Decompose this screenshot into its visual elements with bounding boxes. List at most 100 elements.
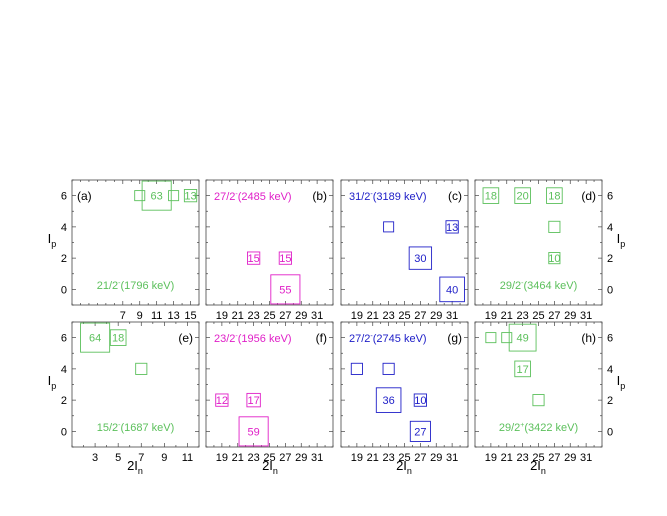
x-tick-label: 21 xyxy=(501,310,513,322)
y-tick-label-right: 2 xyxy=(607,253,613,265)
y-axis-label-bottom-left: Ip xyxy=(48,373,57,391)
x-tick-label: 21 xyxy=(232,310,244,322)
x-tick-label: 19 xyxy=(485,452,497,464)
data-marker xyxy=(439,276,465,303)
data-marker xyxy=(215,393,229,407)
data-label: 10 xyxy=(414,395,426,407)
y-tick-label-right: 2 xyxy=(607,395,613,407)
x-tick-label: 31 xyxy=(580,452,592,464)
state-label: 29/2-(3464 keV) xyxy=(500,280,578,292)
x-tick-label: 27 xyxy=(279,452,291,464)
y-tick-label: 4 xyxy=(61,364,67,376)
state-label: 27/2-(2745 keV) xyxy=(349,333,427,345)
y-tick-label-right: 4 xyxy=(607,364,613,376)
data-marker xyxy=(247,251,261,265)
data-label: 49 xyxy=(517,333,529,345)
x-tick-label: 19 xyxy=(351,452,363,464)
data-marker xyxy=(382,362,395,375)
x-tick-label: 25 xyxy=(532,310,544,322)
panel-letter: (h) xyxy=(581,331,596,345)
x-tick-label: 29 xyxy=(430,452,442,464)
data-marker xyxy=(141,180,172,211)
x-tick-label: 25 xyxy=(263,310,275,322)
x-tick-label: 9 xyxy=(161,452,167,464)
y-tick-label: 6 xyxy=(61,191,67,203)
panel-letter: (e) xyxy=(178,331,193,345)
data-label: 63 xyxy=(151,191,163,203)
x-tick-label: 15 xyxy=(184,310,196,322)
x-tick-label: 25 xyxy=(263,452,275,464)
x-tick-label: 29 xyxy=(430,310,442,322)
data-label: 64 xyxy=(89,333,101,345)
x-tick-label: 11 xyxy=(182,452,193,464)
y-tick-label-right: 4 xyxy=(607,222,613,234)
state-label: 15/2-(1687 keV) xyxy=(97,422,175,434)
data-label: 55 xyxy=(279,284,291,296)
x-tick-label: 23 xyxy=(517,310,529,322)
y-axis-label-top-right: Ip xyxy=(617,231,626,249)
x-tick-label: 11 xyxy=(151,310,162,322)
data-label: 12 xyxy=(216,395,228,407)
panel-letter: (f) xyxy=(316,331,327,345)
x-tick-label: 7 xyxy=(138,452,144,464)
data-marker xyxy=(548,252,561,265)
data-marker xyxy=(546,187,563,204)
data-label: 13 xyxy=(446,222,458,234)
x-tick-label: 29 xyxy=(295,452,307,464)
state-label: 21/2-(1796 keV) xyxy=(97,280,175,292)
x-tick-label: 21 xyxy=(367,310,379,322)
data-marker xyxy=(350,362,363,375)
y-tick-label-right: 0 xyxy=(607,284,613,296)
data-marker xyxy=(548,220,561,233)
panel-letter: (a) xyxy=(77,189,92,203)
x-axis-label-4: 2In xyxy=(530,458,546,476)
x-tick-label: 29 xyxy=(295,310,307,322)
x-tick-label: 19 xyxy=(216,310,228,322)
x-tick-label: 31 xyxy=(311,310,323,322)
x-tick-label: 21 xyxy=(367,452,379,464)
data-marker xyxy=(238,416,269,447)
state-label: 27/2-(2485 keV) xyxy=(214,191,292,203)
x-tick-label: 31 xyxy=(446,452,458,464)
data-label: 18 xyxy=(485,191,497,203)
x-axis-label-1: 2In xyxy=(127,458,143,476)
data-marker xyxy=(485,332,497,344)
data-label: 20 xyxy=(517,191,529,203)
state-label: 23/2-(1956 keV) xyxy=(214,333,292,345)
x-tick-label: 13 xyxy=(167,310,179,322)
state-label: 31/2-(3189 keV) xyxy=(349,191,427,203)
data-label: 27 xyxy=(414,426,426,438)
data-marker xyxy=(183,189,198,203)
x-tick-label: 25 xyxy=(398,310,410,322)
data-marker xyxy=(445,220,459,234)
y-tick-label: 2 xyxy=(61,395,67,407)
data-label: 30 xyxy=(414,253,426,265)
data-label: 59 xyxy=(248,426,260,438)
data-label: 10 xyxy=(548,253,560,265)
x-tick-label: 23 xyxy=(248,310,260,322)
x-tick-label: 31 xyxy=(311,452,323,464)
x-axis-label-3: 2In xyxy=(396,458,412,476)
y-tick-label-right: 6 xyxy=(607,191,613,203)
x-tick-label: 27 xyxy=(548,452,560,464)
panel-letter: (g) xyxy=(447,331,462,345)
data-label: 15 xyxy=(279,253,291,265)
x-tick-label: 25 xyxy=(398,452,410,464)
x-tick-label: 21 xyxy=(501,452,513,464)
x-tick-label: 27 xyxy=(279,310,291,322)
x-tick-label: 23 xyxy=(517,452,529,464)
x-tick-label: 9 xyxy=(137,310,143,322)
x-tick-label: 27 xyxy=(548,310,560,322)
x-tick-label: 29 xyxy=(564,310,576,322)
data-label: 15 xyxy=(248,253,260,265)
data-label: 13 xyxy=(184,191,196,203)
x-tick-label: 19 xyxy=(351,310,363,322)
data-label: 18 xyxy=(548,191,560,203)
data-marker xyxy=(80,322,111,353)
panel-letter: (d) xyxy=(581,189,596,203)
